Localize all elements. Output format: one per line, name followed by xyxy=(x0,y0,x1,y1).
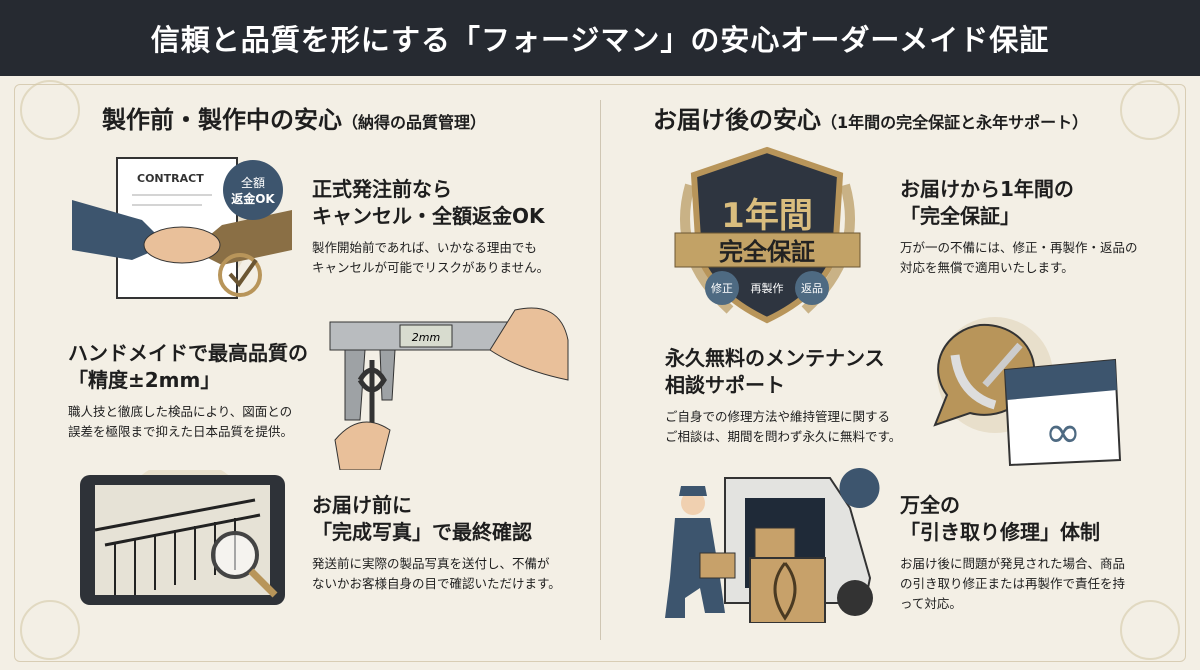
column-divider xyxy=(600,100,601,640)
feature-full-warranty: お届けから1年間の「完全保証」 万が一の不備には、修正・再製作・返品の対応を無償… xyxy=(900,177,1138,275)
ornamental-frame xyxy=(14,84,1186,662)
feature-photo-check: お届け前に「完成写真」で最終確認 発送前に実際の製品写真を送付し、不備がないかお… xyxy=(312,493,561,591)
svg-text:再製作: 再製作 xyxy=(751,281,784,295)
flourish-ornament xyxy=(20,80,80,140)
flourish-ornament xyxy=(1120,80,1180,140)
header-bar: 信頼と品質を形にする「フォージマン」の安心オーダーメイド保証 xyxy=(0,0,1200,76)
svg-text:完全保証: 完全保証 xyxy=(719,238,815,266)
svg-text:CONTRACT: CONTRACT xyxy=(137,172,204,185)
feature-pickup-repair: 万全の「引き取り修理」体制 お届け後に問題が発見された場合、商品の引き取り修正ま… xyxy=(900,493,1126,611)
svg-text:∞: ∞ xyxy=(1045,407,1082,458)
left-section-heading: 製作前・製作中の安心（納得の品質管理） xyxy=(102,106,487,134)
shield-badge-icon: 1年間 完全保証 修正 再製作 返品 xyxy=(674,146,861,324)
right-section-heading: お届け後の安心（1年間の完全保証と永年サポート） xyxy=(653,106,1089,134)
tablet-magnifier-icon xyxy=(80,470,285,605)
feature-precision: ハンドメイドで最高品質の「精度±2mm」 職人技と徹底した検品により、図面との誤… xyxy=(68,341,308,439)
caliper-icon: 2mm xyxy=(329,307,569,470)
svg-text:全額: 全額 xyxy=(241,175,265,190)
svg-text:1年間: 1年間 xyxy=(721,196,813,236)
feature-lifetime-support: 永久無料のメンテナンス相談サポート ご自身での修理方法や維持管理に関するご相談は… xyxy=(665,346,902,444)
contract-handshake-icon: CONTRACT 全額 返金OK xyxy=(72,157,292,299)
svg-text:2mm: 2mm xyxy=(412,331,440,344)
svg-text:返金OK: 返金OK xyxy=(231,191,275,206)
delivery-van-icon xyxy=(665,468,880,623)
svg-text:返品: 返品 xyxy=(801,282,823,295)
flourish-ornament xyxy=(20,600,80,660)
flourish-ornament xyxy=(1120,600,1180,660)
page-title: 信頼と品質を形にする「フォージマン」の安心オーダーメイド保証 xyxy=(150,23,1050,57)
feature-cancel-refund: 正式発注前ならキャンセル・全額返金OK 製作開始前であれば、いかなる理由でもキャ… xyxy=(312,177,550,275)
svg-text:修正: 修正 xyxy=(711,281,733,295)
phone-calendar-infinity-icon: ∞ xyxy=(933,317,1122,467)
